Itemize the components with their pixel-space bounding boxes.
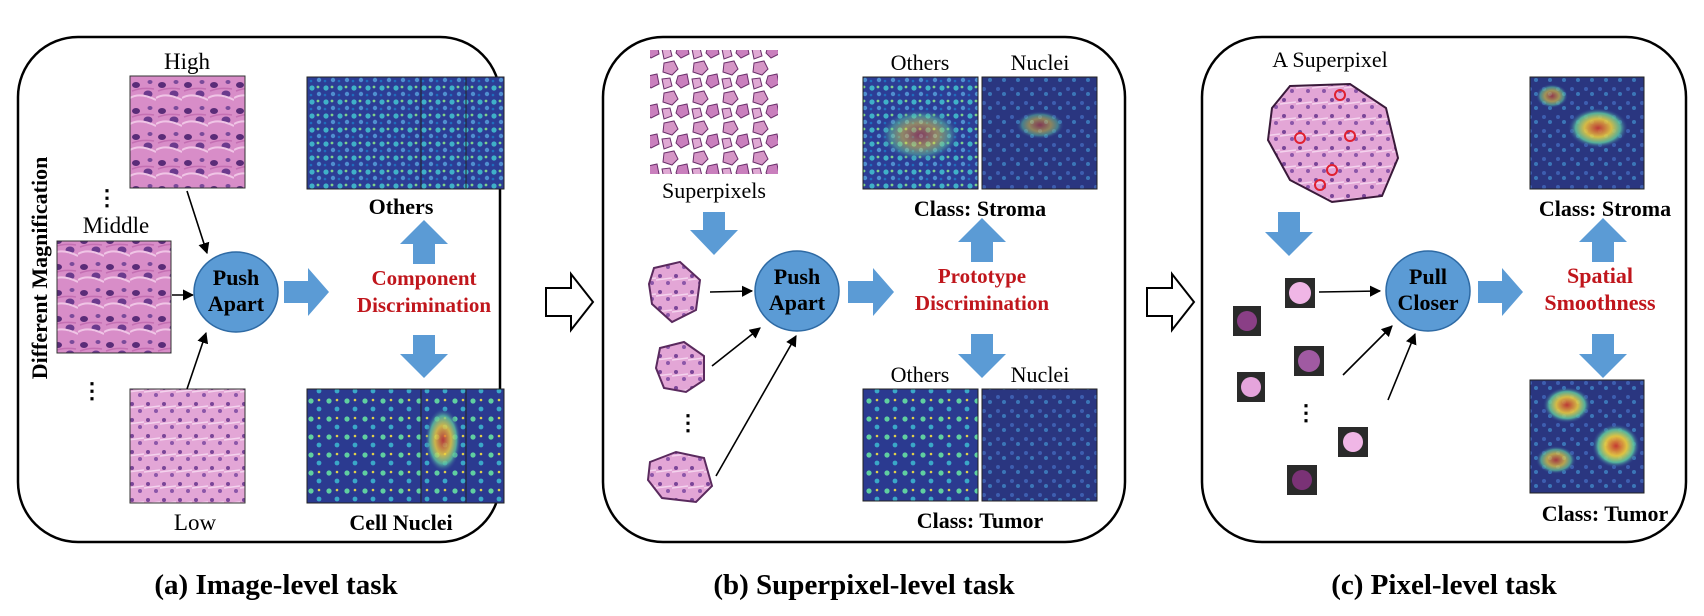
bottom-class-c: Class: Tumor: [1542, 501, 1669, 526]
others-heatmaps: [306, 76, 505, 190]
caption-b: (b) Superpixel-level task: [713, 569, 1015, 601]
node-a-line1: Push: [213, 265, 259, 290]
middle-magnification-patch: [56, 240, 172, 354]
method-c-up-arrow: [1579, 218, 1627, 262]
dots-1: ⋮: [96, 185, 118, 210]
tumor-nuclei-heatmap: [981, 388, 1098, 502]
panel-b-frame: [601, 35, 1127, 544]
method-a-line2: Discrimination: [357, 293, 491, 317]
sample3-arrow: [715, 335, 797, 477]
panel-c: A Superpixel ⋮ Pull Closer Spatial Smoot…: [1200, 35, 1688, 601]
top-others-label-b: Others: [891, 50, 950, 75]
single-superpixel-image: [1266, 82, 1400, 204]
dots-2: ⋮: [81, 378, 103, 403]
cell-nuclei-label: Cell Nuclei: [349, 510, 452, 535]
pull-closer-node: [1385, 250, 1471, 332]
caption-a: (a) Image-level task: [154, 569, 398, 601]
transition-arrow-2-icon: [1146, 271, 1196, 333]
method-b-down-arrow: [958, 334, 1006, 378]
method-a-up-arrow: [400, 220, 448, 264]
push-apart-node-b: [754, 250, 840, 332]
sample2-arrow: [711, 327, 761, 367]
pixel1-arrow: [1318, 285, 1382, 297]
node-c-right-arrow: [1478, 268, 1523, 316]
pixel-markers: [1294, 89, 1356, 191]
top-class-c: Class: Stroma: [1539, 196, 1671, 221]
low-label: Low: [174, 510, 217, 535]
push-apart-node-a: [193, 251, 279, 333]
panel-a: Different Magnification High ⋮ Middle ⋮ …: [16, 35, 505, 601]
method-c-down-arrow: [1579, 334, 1627, 378]
top-class-b: Class: Stroma: [914, 196, 1046, 221]
superpixels-image: [650, 50, 778, 174]
node-c-line1: Pull: [1409, 264, 1447, 289]
top-nuclei-label-b: Nuclei: [1011, 50, 1070, 75]
transition-arrow-1-icon: [545, 271, 595, 333]
superpixel-label-c: A Superpixel: [1272, 47, 1388, 72]
panel-b: Superpixels ⋮ Push Apart Prototype Discr…: [601, 35, 1127, 601]
high-label: High: [164, 49, 211, 74]
method-a-down-arrow: [400, 335, 448, 378]
bottom-others-label-b: Others: [891, 362, 950, 387]
superpixel-samples: [646, 260, 714, 504]
panel-a-frame: [16, 35, 502, 544]
panel-c-frame: [1200, 35, 1688, 544]
high-magnification-patch: [129, 75, 246, 189]
method-b-line1: Prototype: [938, 264, 1026, 288]
superpixels-label: Superpixels: [662, 178, 766, 203]
node-a-line2: Apart: [208, 291, 265, 316]
dots-b: ⋮: [677, 410, 699, 435]
dots-c: ⋮: [1295, 400, 1317, 425]
low-magnification-patch: [129, 388, 246, 504]
superpixel-down-arrow: [1265, 212, 1313, 256]
method-c-line2: Smoothness: [1544, 290, 1656, 315]
node-c-line2: Closer: [1397, 290, 1458, 315]
bottom-class-b: Class: Tumor: [917, 508, 1044, 533]
middle-label: Middle: [83, 213, 149, 238]
node-a-right-arrow: [284, 268, 329, 316]
pixel2-arrow: [1342, 325, 1393, 376]
tumor-others-heatmap: [862, 388, 979, 502]
sample1-arrow: [709, 285, 754, 297]
node-b-line2: Apart: [769, 290, 826, 315]
cell-nuclei-heatmaps: [306, 388, 505, 504]
node-b-line1: Push: [774, 264, 820, 289]
method-c-line1: Spatial: [1567, 263, 1633, 288]
pixel-samples: [1233, 278, 1368, 495]
side-label: Different Magnification: [27, 157, 52, 380]
caption-c: (c) Pixel-level task: [1331, 569, 1557, 601]
low-to-node-arrow: [186, 331, 209, 390]
node-b-right-arrow: [848, 268, 894, 316]
method-a-line1: Component: [371, 266, 476, 290]
others-label-a: Others: [369, 194, 434, 219]
pixel3-arrow: [1387, 332, 1417, 401]
method-b-up-arrow: [958, 218, 1006, 262]
superpixels-down-arrow: [690, 212, 738, 255]
method-b-line2: Discrimination: [915, 291, 1049, 315]
bottom-nuclei-label-b: Nuclei: [1011, 362, 1070, 387]
high-to-node-arrow: [186, 190, 210, 255]
